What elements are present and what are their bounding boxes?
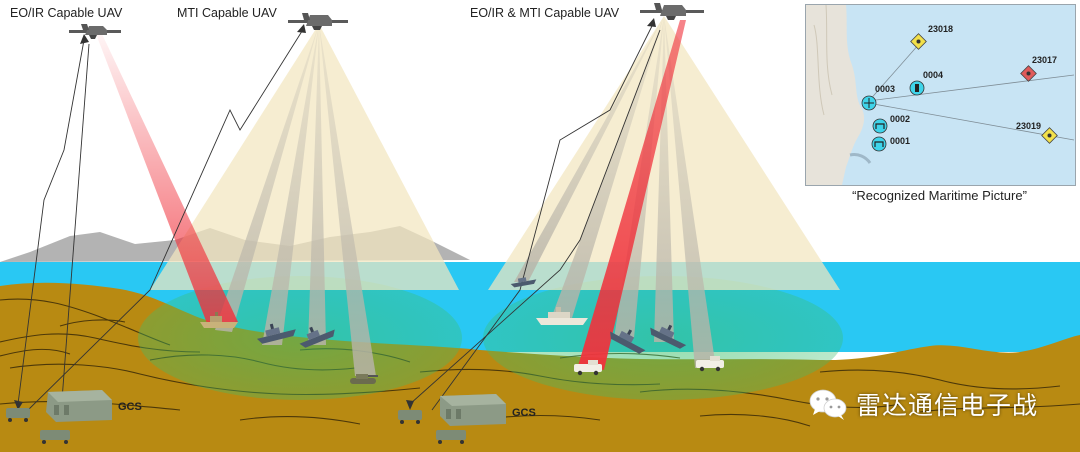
rmp-track-23018: 23018	[910, 24, 953, 50]
warship-icon	[650, 324, 687, 349]
label-gcs-left: GCS	[118, 401, 142, 413]
label-uav-both: EO/IR & MTI Capable UAV	[470, 6, 620, 20]
uav-both-icon	[640, 3, 704, 20]
rmp-track-23017: 23017	[1020, 55, 1057, 82]
warship-icon	[256, 323, 296, 344]
mti-beams-left	[215, 24, 376, 376]
eoir-beam-left	[96, 34, 238, 326]
rmp-caption: “Recognized Maritime Picture”	[852, 188, 1027, 203]
rmp-track-0003: 0003	[861, 84, 895, 111]
ship-icon	[536, 307, 588, 325]
rmp-track-23019: 23019	[1016, 121, 1058, 144]
rmp-track-0004: 0004	[909, 70, 943, 96]
svg-text:23019: 23019	[1016, 121, 1041, 131]
datalink-arrowheads	[14, 18, 656, 410]
label-uav-mti: MTI Capable UAV	[177, 6, 277, 20]
wechat-icon	[809, 389, 847, 420]
datalinks	[17, 21, 661, 413]
svg-text:0003: 0003	[875, 84, 895, 94]
svg-text:0004: 0004	[923, 70, 943, 80]
mti-coverage-ellipse-left	[138, 276, 462, 400]
eoir-beam-right	[578, 20, 686, 370]
svg-text:0002: 0002	[890, 114, 910, 124]
svg-text:23018: 23018	[928, 24, 953, 34]
mti-cone-left	[150, 24, 459, 290]
svg-text:0001: 0001	[890, 136, 910, 146]
warship-icon	[610, 329, 646, 354]
rmp-map: 23018 23017 23019 0004 0003 0002	[805, 4, 1076, 186]
gcs-left-station	[6, 390, 112, 444]
rmp-map-canvas: 23018 23017 23019 0004 0003 0002	[806, 5, 1075, 185]
rmp-land	[806, 5, 865, 185]
gcs-right-station	[398, 394, 506, 444]
vehicle-icon	[696, 356, 724, 372]
uav-mti-icon	[288, 13, 348, 30]
watermark: 雷达通信电子战	[808, 386, 1038, 422]
vehicle-icon	[574, 360, 602, 376]
rmp-track-0002: 0002	[872, 114, 910, 134]
warship-icon	[299, 326, 335, 348]
rmp-track-0001: 0001	[871, 136, 910, 152]
tank-icon	[350, 374, 378, 384]
label-gcs-right: GCS	[512, 407, 536, 419]
label-uav-eoir: EO/IR Capable UAV	[10, 6, 123, 20]
svg-text:23017: 23017	[1032, 55, 1057, 65]
watermark-text: 雷达通信电子战	[856, 391, 1039, 420]
uav-eoir-icon	[69, 24, 121, 39]
ship-icon	[200, 312, 238, 328]
boat-icon	[510, 277, 537, 288]
